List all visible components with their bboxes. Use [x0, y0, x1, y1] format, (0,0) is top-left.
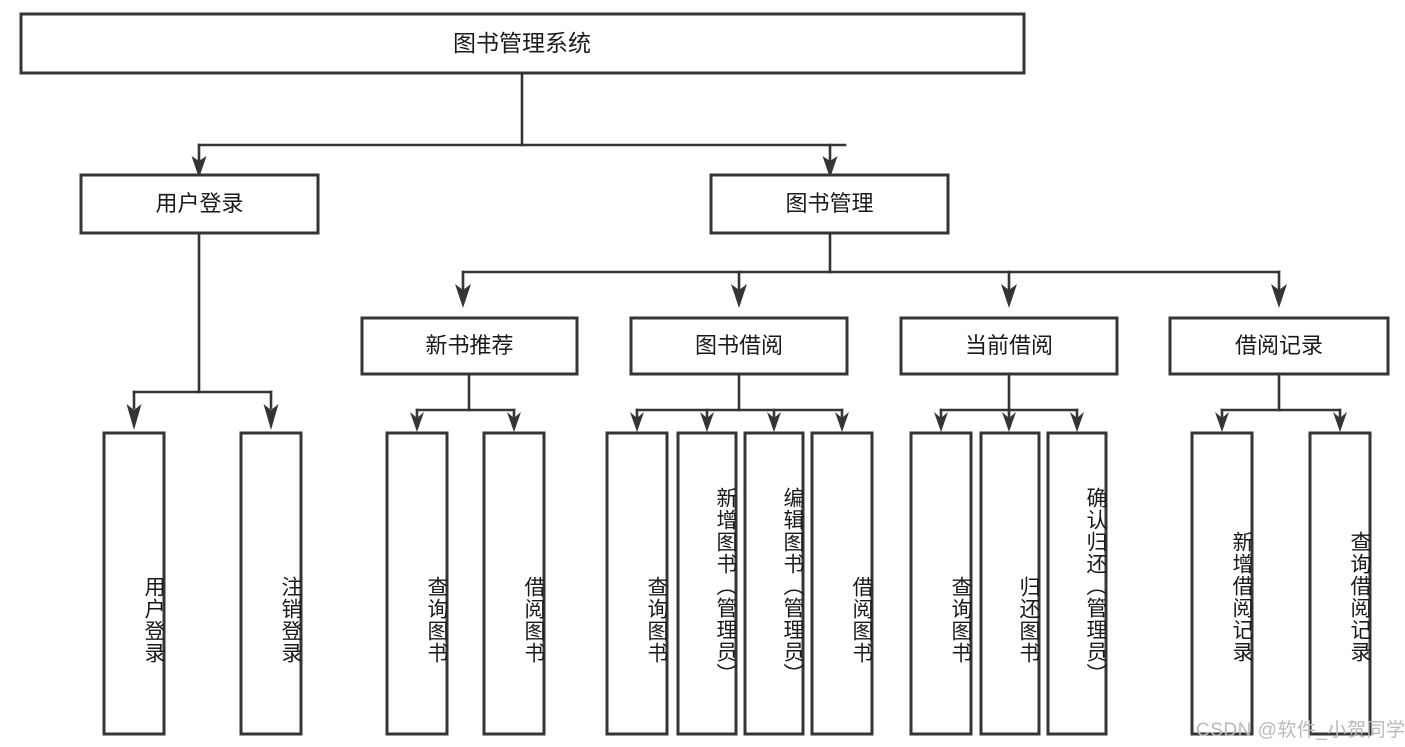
edges-newbook-to-leaves: [410, 372, 521, 432]
leaf-box-query-book-2[interactable]: [605, 431, 669, 736]
leaf-boxes-new-book-recommend: [385, 431, 546, 736]
leaf-boxes-book-borrow: [605, 431, 874, 736]
arrowhead-leaf-user-login: [126, 404, 142, 430]
arrowhead-leaf-logout: [263, 404, 279, 430]
node-book-borrow[interactable]: 图书借阅: [629, 316, 849, 376]
node-book-management[interactable]: 图书管理: [709, 173, 950, 235]
leaf-box-query-book-3[interactable]: [909, 431, 973, 736]
leaf-box-confirm-return[interactable]: [1046, 431, 1108, 736]
arrowhead-leaf-add-record: [1215, 412, 1229, 432]
arrowhead-newbook: [455, 284, 471, 308]
arrowhead-book-mgmt: [822, 156, 838, 178]
arrowhead-user-login: [191, 156, 207, 178]
edges-current-to-leaves: [934, 372, 1084, 432]
node-borrow-records-box[interactable]: [1168, 316, 1390, 376]
leaf-box-borrow-book-1[interactable]: [482, 431, 546, 736]
leaf-boxes-user-login: [102, 431, 303, 736]
arrowhead-leaf-confirm-return: [1070, 412, 1084, 432]
arrowhead-leaf-query-book-1: [410, 412, 424, 432]
node-new-book-recommend-box[interactable]: [360, 316, 579, 376]
node-borrow-records[interactable]: 借阅记录: [1168, 316, 1390, 376]
node-book-borrow-box[interactable]: [629, 316, 849, 376]
node-current-borrow-box[interactable]: [899, 316, 1119, 376]
edges-root-to-level1: [191, 71, 847, 178]
node-user-login[interactable]: 用户登录: [79, 173, 320, 235]
node-book-management-box[interactable]: [709, 173, 950, 235]
arrowhead-leaf-borrow-book-1: [507, 412, 521, 432]
edges-bookmgmt-to-level2: [455, 231, 1287, 308]
leaf-box-add-book[interactable]: [676, 431, 738, 736]
node-user-login-label: 用户登录: [155, 191, 243, 216]
node-root[interactable]: 图书管理系统: [19, 12, 1026, 75]
csdn-watermark: CSDN @软件_小贺同学: [1196, 720, 1405, 741]
arrowhead-leaf-add-book: [700, 412, 714, 432]
leaf-boxes-current-borrow: [909, 431, 1108, 736]
arrowhead-leaf-query-record: [1333, 412, 1347, 432]
node-root-box[interactable]: [19, 12, 1026, 75]
arrowhead-borrow: [731, 284, 747, 308]
leaf-boxes-borrow-records: [1190, 431, 1372, 736]
arrowhead-leaf-edit-book: [767, 412, 781, 432]
node-current-borrow-label: 当前借阅: [965, 333, 1053, 358]
leaf-box-add-record[interactable]: [1190, 431, 1254, 736]
arrowhead-leaf-query-book-2: [630, 412, 644, 432]
leaf-box-borrow-book-2[interactable]: [810, 431, 874, 736]
arrowhead-leaf-return-book: [1002, 412, 1016, 432]
arrowhead-records: [1271, 284, 1287, 308]
arrowhead-current: [1001, 284, 1017, 308]
node-borrow-records-label: 借阅记录: [1235, 333, 1323, 358]
arrowhead-leaf-borrow-book-2: [835, 412, 849, 432]
leaf-box-user-login[interactable]: [102, 431, 166, 736]
leaf-box-edit-book[interactable]: [743, 431, 805, 736]
edges-userlogin-to-leaves: [126, 231, 279, 430]
leaf-box-return-book[interactable]: [979, 431, 1041, 736]
node-book-borrow-label: 图书借阅: [695, 333, 783, 358]
edges-borrow-to-leaves: [630, 372, 849, 432]
node-user-login-box[interactable]: [79, 173, 320, 235]
node-new-book-recommend[interactable]: 新书推荐: [360, 316, 579, 376]
leaf-box-logout[interactable]: [239, 431, 303, 736]
node-new-book-recommend-label: 新书推荐: [425, 333, 513, 358]
leaf-box-query-book-1[interactable]: [385, 431, 449, 736]
edges-records-to-leaves: [1215, 372, 1347, 432]
leaf-box-query-record[interactable]: [1308, 431, 1372, 736]
node-book-management-label: 图书管理: [785, 191, 873, 216]
arrowhead-leaf-query-book-3: [934, 412, 948, 432]
node-root-label: 图书管理系统: [453, 30, 591, 56]
node-current-borrow[interactable]: 当前借阅: [899, 316, 1119, 376]
